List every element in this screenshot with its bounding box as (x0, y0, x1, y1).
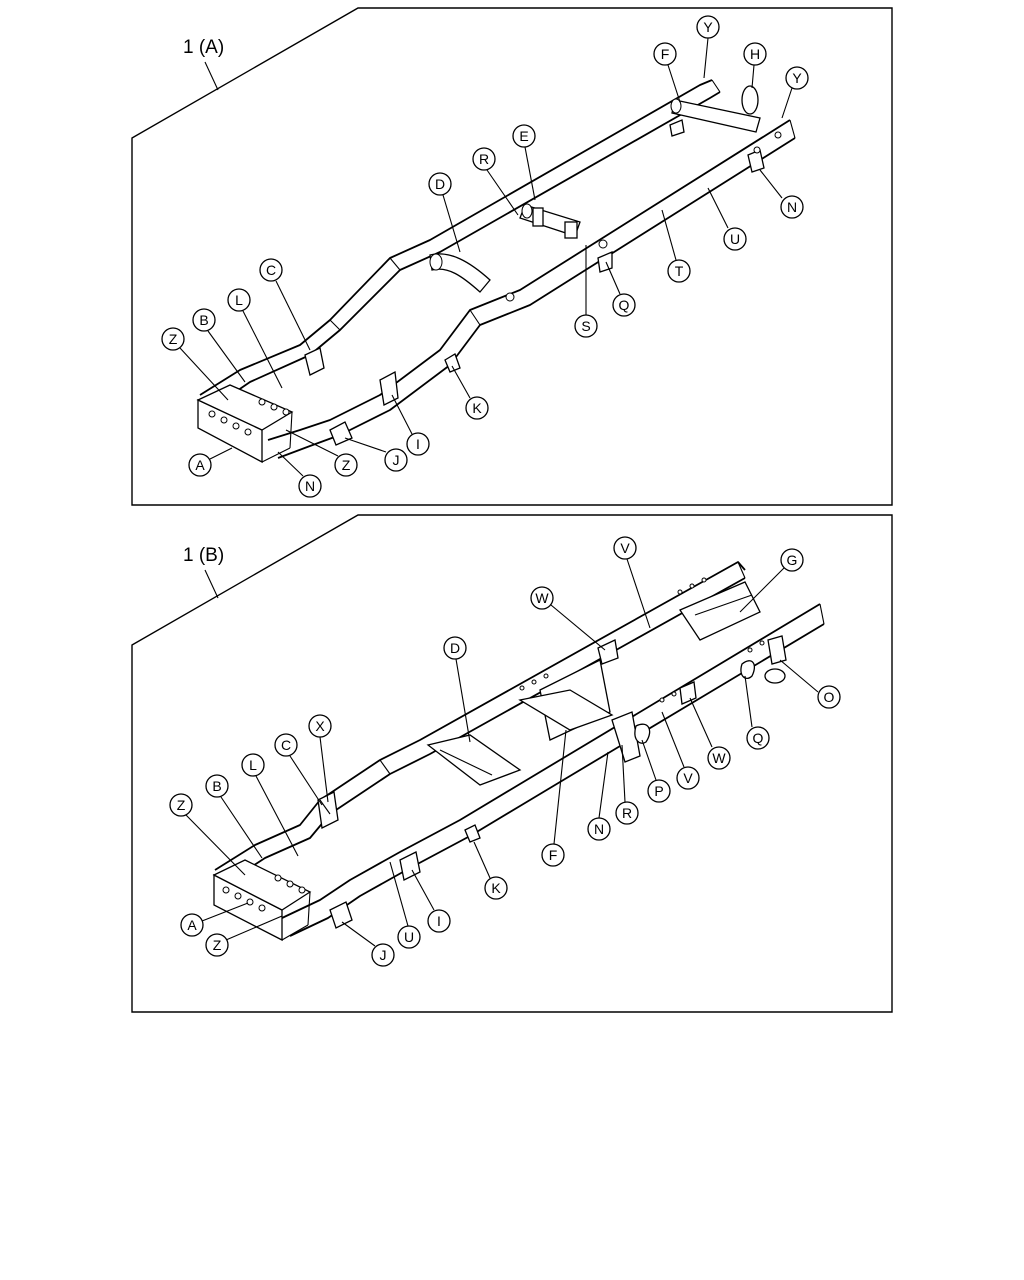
callout: D (443, 636, 471, 743)
svg-text:I: I (437, 913, 441, 929)
svg-text:X: X (315, 718, 325, 734)
callout: N (277, 451, 322, 498)
svg-text:B: B (199, 312, 208, 328)
svg-text:N: N (594, 821, 604, 837)
svg-text:T: T (675, 263, 684, 279)
callout: E (512, 124, 536, 201)
callout: U (707, 187, 747, 251)
callout: A (188, 447, 233, 477)
callout: Z (285, 429, 358, 477)
panel-a-frame-drawing (196, 79, 796, 464)
callout: Q (744, 675, 770, 750)
svg-text:J: J (393, 452, 400, 468)
callout: K (473, 841, 508, 900)
callout: X (308, 714, 332, 803)
callout: G (739, 548, 804, 613)
callout: W (530, 586, 606, 651)
callout: T (661, 209, 691, 283)
svg-text:E: E (519, 128, 528, 144)
svg-text:O: O (824, 689, 835, 705)
callout: B (205, 774, 263, 859)
callout: C (274, 733, 323, 806)
callout: Z (161, 327, 229, 401)
svg-text:U: U (730, 231, 740, 247)
callout: I (411, 869, 451, 933)
callout: V (661, 711, 700, 790)
svg-text:Y: Y (792, 70, 802, 86)
callout: R (615, 744, 639, 825)
svg-text:Z: Z (342, 457, 351, 473)
callout: J (344, 437, 408, 472)
svg-text:N: N (305, 478, 315, 494)
svg-text:N: N (787, 199, 797, 215)
svg-text:F: F (549, 847, 558, 863)
svg-text:Y: Y (703, 19, 713, 35)
svg-text:A: A (195, 457, 205, 473)
svg-text:P: P (654, 783, 663, 799)
callout: L (227, 288, 283, 389)
svg-text:I: I (416, 436, 420, 452)
callout: Q (605, 261, 636, 317)
svg-text:B: B (212, 778, 221, 794)
svg-text:R: R (622, 805, 632, 821)
callout: B (192, 308, 246, 383)
callout: Z (205, 915, 283, 957)
svg-text:J: J (380, 947, 387, 963)
callout: J (341, 921, 395, 967)
callout: D (428, 172, 461, 253)
svg-text:K: K (491, 880, 501, 896)
svg-text:C: C (266, 262, 276, 278)
callout: R (472, 147, 519, 216)
callout: S (574, 245, 598, 338)
callout: Y (696, 15, 720, 79)
callout: F (653, 42, 681, 103)
panel-a-border (131, 7, 893, 506)
svg-text:S: S (581, 318, 590, 334)
callout: A (180, 902, 249, 937)
svg-text:A: A (187, 917, 197, 933)
panel-b: 1 (B) (131, 514, 893, 1013)
callout: H (743, 42, 767, 89)
callout: C (259, 258, 311, 351)
svg-text:D: D (450, 640, 460, 656)
svg-text:V: V (683, 770, 693, 786)
callout: N (759, 169, 804, 219)
panel-b-title: 1 (B) (183, 545, 224, 566)
callout: L (241, 753, 299, 857)
panel-a-title: 1 (A) (183, 37, 224, 58)
svg-text:L: L (249, 757, 257, 773)
callout: P (641, 739, 671, 803)
svg-text:L: L (235, 292, 243, 308)
svg-text:W: W (535, 590, 549, 606)
callout: W (689, 697, 731, 770)
svg-text:W: W (712, 750, 726, 766)
callout: N (587, 751, 611, 841)
callout: Y (781, 66, 809, 119)
callout: Z (169, 793, 246, 876)
svg-text:Z: Z (169, 331, 178, 347)
svg-text:Z: Z (177, 797, 186, 813)
panel-a: 1 (A) (131, 7, 893, 506)
svg-text:F: F (661, 46, 670, 62)
callout: K (451, 365, 489, 420)
svg-text:Q: Q (619, 297, 630, 313)
svg-text:K: K (472, 400, 482, 416)
svg-text:C: C (281, 737, 291, 753)
callout: U (389, 861, 421, 949)
callout: I (391, 394, 430, 456)
svg-text:D: D (435, 176, 445, 192)
svg-text:R: R (479, 151, 489, 167)
svg-text:Q: Q (753, 730, 764, 746)
svg-text:G: G (787, 552, 798, 568)
callout: F (541, 729, 567, 867)
svg-text:U: U (404, 929, 414, 945)
svg-text:H: H (750, 46, 760, 62)
callout: O (779, 659, 841, 709)
svg-text:Z: Z (213, 937, 222, 953)
svg-text:V: V (620, 540, 630, 556)
callout: V (613, 536, 651, 629)
